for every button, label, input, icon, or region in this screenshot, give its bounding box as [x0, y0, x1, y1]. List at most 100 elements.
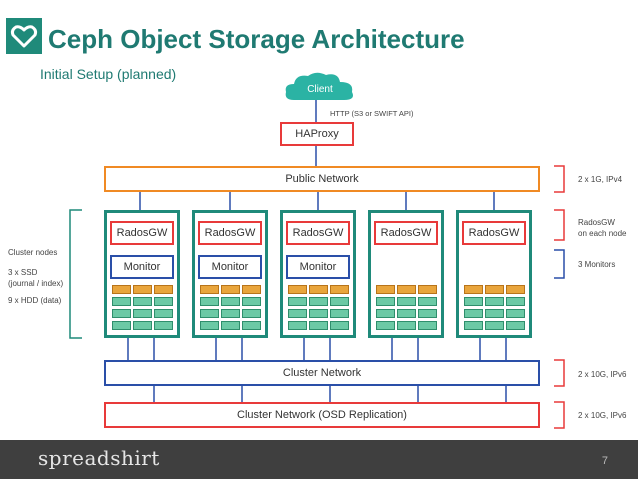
hdd-disk	[288, 321, 307, 330]
hdd-disk	[376, 309, 395, 318]
ssd-disk	[330, 285, 349, 294]
hdd-disk	[418, 309, 437, 318]
hdd-disk	[133, 297, 152, 306]
hdd-disk	[485, 309, 504, 318]
server-node: RadosGW	[456, 210, 532, 338]
hdd-disk	[242, 297, 261, 306]
haproxy-box: HAProxy	[280, 122, 354, 146]
osd-note: 2 x 10G, IPv6	[578, 411, 627, 420]
ssd-disk	[309, 285, 328, 294]
hdd-disk	[133, 321, 152, 330]
ssd-disk	[242, 285, 261, 294]
hdd-disk	[242, 309, 261, 318]
hdd-disk	[242, 321, 261, 330]
osd-bracket	[554, 401, 565, 429]
radosgw-box: RadosGW	[374, 221, 438, 245]
hdd-disk	[330, 309, 349, 318]
ssd-disk	[376, 285, 395, 294]
client-label: Client	[307, 83, 333, 95]
hdd-disk	[397, 297, 416, 306]
ssd-disk	[485, 285, 504, 294]
hdd-note: 9 x HDD (data)	[8, 296, 62, 305]
hdd-disk	[397, 321, 416, 330]
radosgw-box: RadosGW	[198, 221, 262, 245]
cluster-note: 2 x 10G, IPv6	[578, 370, 627, 379]
public-note: 2 x 1G, IPv4	[578, 175, 623, 184]
hdd-disk	[133, 309, 152, 318]
osd-replication-network-bar: Cluster Network (OSD Replication)	[104, 402, 540, 428]
hdd-disk	[154, 321, 173, 330]
radosgw-box: RadosGW	[110, 221, 174, 245]
hdd-disk	[506, 297, 525, 306]
monitors-note: 3 Monitors	[578, 260, 616, 269]
hdd-disk	[309, 297, 328, 306]
client-cloud-icon	[285, 72, 353, 100]
monitor-box: Monitor	[110, 255, 174, 279]
radosgw-bracket	[554, 209, 565, 241]
hdd-disk	[112, 309, 131, 318]
hdd-disk	[112, 297, 131, 306]
public-bracket	[554, 165, 565, 193]
hdd-disk	[397, 309, 416, 318]
ssd-disk	[288, 285, 307, 294]
radosgw-note-line2: on each node	[578, 229, 627, 238]
ssd-note-line2: (journal / index)	[8, 279, 64, 288]
hdd-disk	[200, 309, 219, 318]
hdd-disk	[154, 297, 173, 306]
hdd-disk	[464, 321, 483, 330]
public-network-bar: Public Network	[104, 166, 540, 192]
hdd-disk	[112, 321, 131, 330]
cluster-network-links	[127, 338, 481, 362]
hdd-disk	[221, 321, 240, 330]
server-node: RadosGW Monitor	[280, 210, 356, 338]
hdd-disk	[221, 309, 240, 318]
hdd-disk	[485, 297, 504, 306]
ssd-note-line1: 3 x SSD	[8, 268, 38, 277]
hdd-disk	[418, 297, 437, 306]
hdd-disk	[418, 321, 437, 330]
ssd-disk	[506, 285, 525, 294]
hdd-disk	[200, 297, 219, 306]
ssd-disk	[200, 285, 219, 294]
server-node: RadosGW	[368, 210, 444, 338]
footer: spreadshirt 7	[0, 440, 638, 479]
ssd-disk	[464, 285, 483, 294]
radosgw-box: RadosGW	[286, 221, 350, 245]
ssd-disk	[418, 285, 437, 294]
hdd-disk	[506, 309, 525, 318]
monitor-box: Monitor	[198, 255, 262, 279]
hdd-disk	[309, 321, 328, 330]
radosgw-note-line1: RadosGW	[578, 218, 615, 227]
server-node: RadosGW Monitor	[104, 210, 180, 338]
monitor-box: Monitor	[286, 255, 350, 279]
public-network-links	[139, 192, 495, 210]
cluster-nodes-brace	[69, 209, 82, 339]
http-label: HTTP (S3 or SWIFT API)	[330, 109, 414, 118]
hdd-disk	[485, 321, 504, 330]
hdd-disk	[376, 297, 395, 306]
page-title: Ceph Object Storage Architecture	[48, 24, 465, 54]
hdd-disk	[288, 309, 307, 318]
hdd-disk	[200, 321, 219, 330]
hdd-disk	[221, 297, 240, 306]
heart-logo-icon	[6, 18, 42, 54]
radosgw-box: RadosGW	[462, 221, 526, 245]
ssd-disk	[154, 285, 173, 294]
ssd-disk	[133, 285, 152, 294]
hdd-disk	[376, 321, 395, 330]
hdd-disk	[330, 321, 349, 330]
connector-lines	[69, 100, 565, 429]
hdd-disk	[330, 297, 349, 306]
hdd-disk	[464, 309, 483, 318]
cluster-bracket	[554, 359, 565, 387]
brand-logo: spreadshirt	[38, 446, 160, 470]
server-node: RadosGW Monitor	[192, 210, 268, 338]
hdd-disk	[464, 297, 483, 306]
hdd-disk	[154, 309, 173, 318]
ssd-disk	[221, 285, 240, 294]
ssd-disk	[397, 285, 416, 294]
hdd-disk	[506, 321, 525, 330]
cluster-network-bar: Cluster Network	[104, 360, 540, 386]
hdd-disk	[309, 309, 328, 318]
